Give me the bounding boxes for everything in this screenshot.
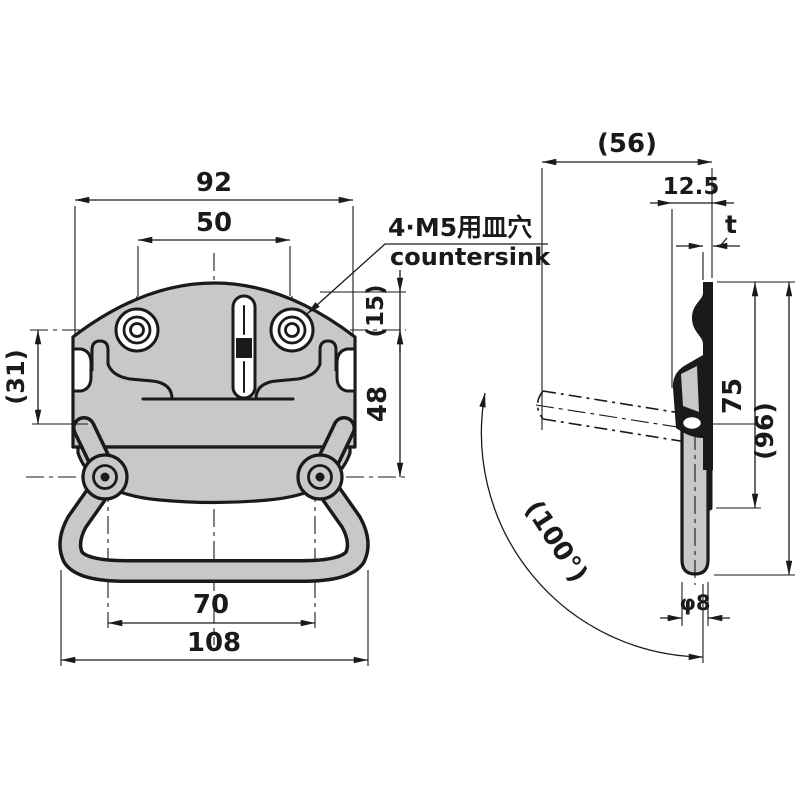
dim-label-92: 92 <box>196 168 232 198</box>
rivet-right <box>296 453 344 501</box>
dim-label-31: (31) <box>2 349 30 404</box>
dim-plate-depth: 12.5 <box>650 174 734 388</box>
dim-overall-width: 108 <box>60 570 369 666</box>
countersink-hole-top-left <box>114 307 160 353</box>
dim-label-100deg: (100°) <box>518 495 593 588</box>
left-hook <box>90 339 110 372</box>
side-view: (100°) (56) 12.5 <box>479 129 795 663</box>
countersink-note-en: countersink <box>390 243 551 271</box>
dim-label-75: 75 <box>718 378 748 414</box>
dim-label-t: t <box>725 210 737 239</box>
dim-plate-height: 75 <box>716 281 795 509</box>
dim-label-96: (96) <box>750 402 779 460</box>
dim-overall-height: (96) <box>714 282 795 576</box>
countersink-note-jp: 4·M5用皿穴 <box>388 213 532 242</box>
pivot-hole <box>680 414 704 432</box>
right-edge-notch <box>335 347 357 393</box>
dim-top-edge-to-hole: (15) <box>320 270 406 352</box>
bail-handle-body <box>61 419 367 580</box>
right-hook <box>318 339 338 372</box>
dim-top-hole-spacing: 50 <box>137 208 291 296</box>
dim-plate-width: 92 <box>74 168 354 334</box>
left-spring-wing <box>106 362 174 401</box>
phantom-handle-bottom-edge <box>542 418 700 445</box>
countersink-hole-top-right <box>269 307 315 353</box>
dim-label-48: 48 <box>363 386 393 422</box>
rivet-left <box>81 453 129 501</box>
countersink-note: 4·M5用皿穴 countersink <box>306 213 551 315</box>
dim-label-12-5: 12.5 <box>663 174 720 200</box>
dim-label-70: 70 <box>193 590 229 620</box>
dim-bar-diameter: φ8 <box>660 582 730 626</box>
right-spring-wing <box>254 362 322 401</box>
dim-label-15: (15) <box>363 284 389 337</box>
dim-lower-hole-spacing: 70 <box>108 590 315 627</box>
left-edge-notch <box>71 347 93 393</box>
front-view: 92 50 4·M5用皿穴 countersink (31) (15) <box>2 168 551 666</box>
dim-side-height: (31) <box>2 330 88 425</box>
dim-label-phi8: φ8 <box>679 591 710 615</box>
mounting-plate-profile <box>692 282 713 470</box>
back-plate <box>71 281 357 449</box>
dim-label-50: 50 <box>196 208 232 238</box>
dim-hole-rows-spacing: 48 <box>363 330 404 477</box>
dim-plate-thickness: t <box>676 210 740 280</box>
dim-overall-depth: (56) <box>541 129 713 430</box>
dim-label-108: 108 <box>187 628 241 658</box>
dim-label-56: (56) <box>597 129 657 159</box>
latch-block <box>236 338 252 358</box>
swing-arc <box>479 392 704 661</box>
pivot-bracket-face <box>681 366 699 412</box>
